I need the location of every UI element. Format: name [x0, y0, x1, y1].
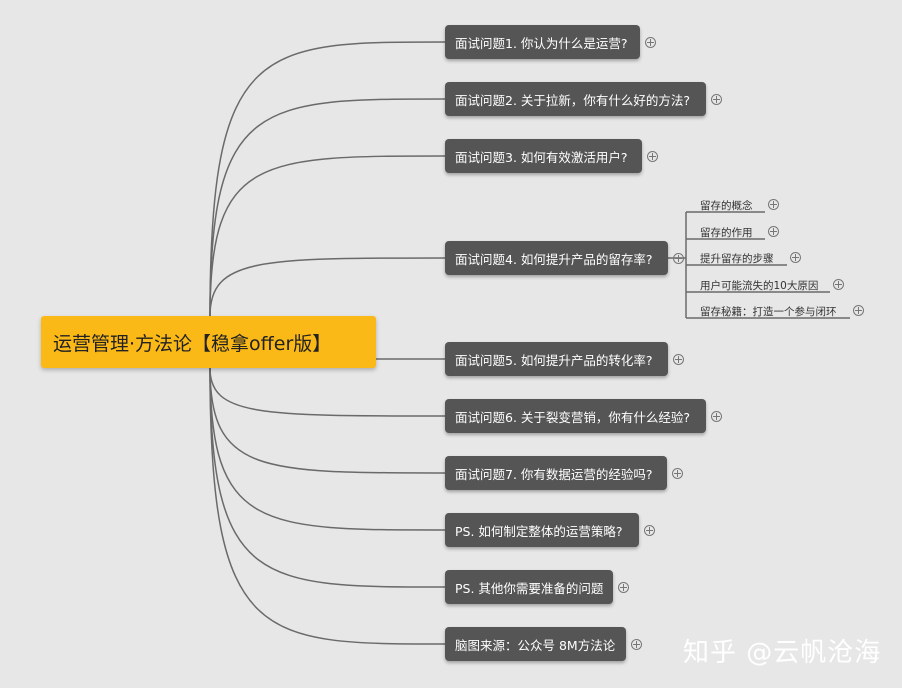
expand-plus-icon[interactable] [673, 253, 684, 264]
root-label: 运营管理·方法论【稳拿offer版】 [53, 332, 332, 355]
expand-plus-icon[interactable] [647, 151, 658, 162]
topic-label: 面试问题7. 你有数据运营的经验吗? [455, 466, 653, 482]
topic-node[interactable]: 面试问题7. 你有数据运营的经验吗? [445, 456, 667, 490]
topic-label: 面试问题6. 关于裂变营销，你有什么经验? [455, 409, 691, 425]
expand-plus-icon[interactable] [853, 305, 864, 316]
expand-plus-icon[interactable] [672, 468, 683, 479]
topic-label: PS. 其他你需要准备的问题 [455, 580, 604, 596]
watermark: 知乎 @云帆沧海 [683, 638, 882, 668]
expand-plus-icon[interactable] [711, 94, 722, 105]
topic-label: PS. 如何制定整体的运营策略? [455, 523, 623, 539]
subtopic-node[interactable]: 留存秘籍：打造一个参与闭环 [700, 306, 837, 318]
connector [209, 367, 446, 645]
connector [209, 41, 446, 317]
subtopic-node[interactable]: 提升留存的步骤 [700, 253, 774, 265]
topic-node[interactable]: 面试问题4. 如何提升产品的留存率? [445, 241, 668, 275]
expand-plus-icon[interactable] [618, 582, 629, 593]
topic-node[interactable]: PS. 如何制定整体的运营策略? [445, 513, 639, 547]
topic-label: 面试问题4. 如何提升产品的留存率? [455, 251, 653, 267]
topic-node[interactable]: 面试问题6. 关于裂变营销，你有什么经验? [445, 399, 706, 433]
connector [209, 367, 446, 531]
subtopic-node[interactable]: 留存的概念 [700, 200, 753, 212]
topic-label: 面试问题3. 如何有效激活用户? [455, 149, 628, 165]
expand-plus-icon[interactable] [631, 639, 642, 650]
expand-plus-icon[interactable] [768, 199, 779, 210]
subtopic-node[interactable]: 用户可能流失的10大原因 [700, 280, 819, 292]
topic-node[interactable]: 面试问题1. 你认为什么是运营? [445, 25, 640, 59]
expand-plus-icon[interactable] [644, 525, 655, 536]
topic-node[interactable]: PS. 其他你需要准备的问题 [445, 570, 613, 604]
expand-plus-icon[interactable] [833, 279, 844, 290]
topic-node[interactable]: 面试问题5. 如何提升产品的转化率? [445, 342, 668, 376]
connector [209, 367, 446, 474]
topic-label: 面试问题5. 如何提升产品的转化率? [455, 352, 653, 368]
root-topic[interactable]: 运营管理·方法论【稳拿offer版】 [41, 316, 376, 368]
topic-node[interactable]: 脑图来源：公众号 8M方法论 [445, 627, 626, 661]
connector [209, 98, 446, 317]
connector [209, 257, 446, 317]
topic-node[interactable]: 面试问题2. 关于拉新，你有什么好的方法? [445, 82, 706, 116]
topic-label: 脑图来源：公众号 8M方法论 [455, 637, 616, 653]
expand-plus-icon[interactable] [645, 37, 656, 48]
expand-plus-icon[interactable] [711, 411, 722, 422]
expand-plus-icon[interactable] [768, 226, 779, 237]
connector [209, 367, 446, 588]
topic-label: 面试问题2. 关于拉新，你有什么好的方法? [455, 92, 691, 108]
expand-plus-icon[interactable] [673, 354, 684, 365]
connector [209, 367, 446, 417]
connector [209, 155, 446, 317]
subtopic-node[interactable]: 留存的作用 [700, 227, 753, 239]
expand-plus-icon[interactable] [790, 252, 801, 263]
topic-node[interactable]: 面试问题3. 如何有效激活用户? [445, 139, 642, 173]
topic-label: 面试问题1. 你认为什么是运营? [455, 35, 628, 51]
